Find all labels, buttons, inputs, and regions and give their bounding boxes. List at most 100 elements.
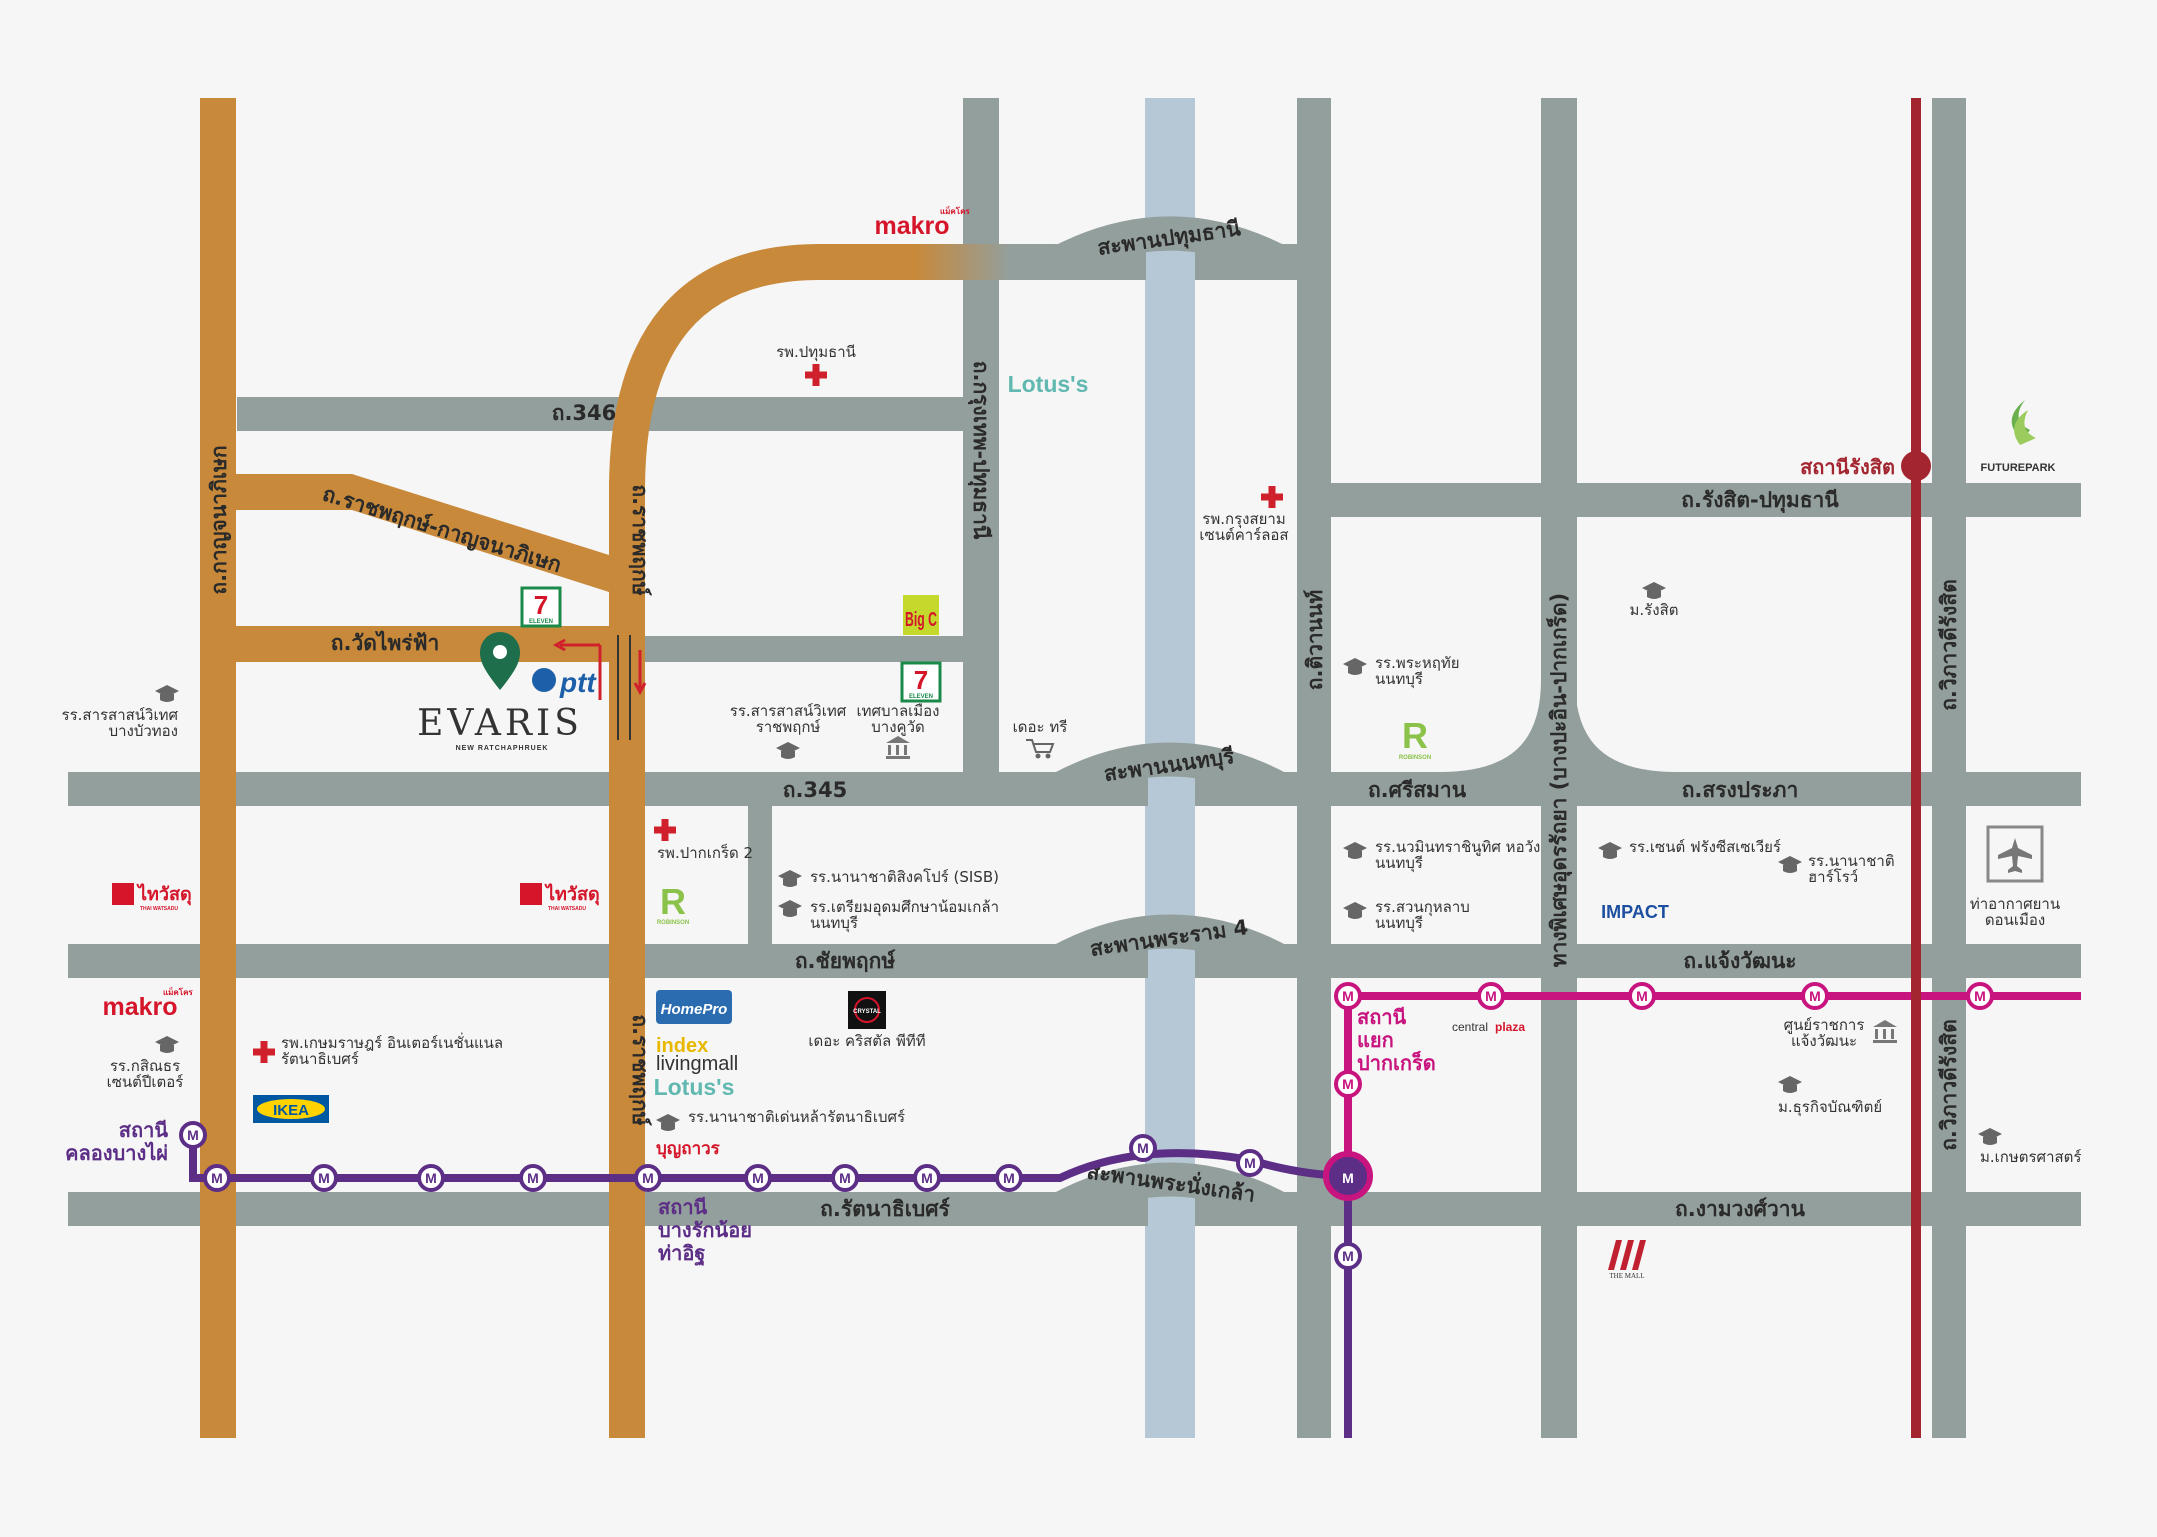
makro-logo-top: makro: [874, 212, 949, 240]
road-label-rattanathibet: ถ.รัตนาธิเบศร์: [820, 1197, 950, 1221]
school-cap-icon: [155, 1036, 179, 1053]
station-label-khlong-bang-phai-2: คลองบางไผ่: [65, 1141, 168, 1165]
svg-text:FUTUREPARK: FUTUREPARK: [1981, 462, 2056, 474]
road-label-expressway: ทางพิเศษอุดรรัถยา (บางปะอิน-ปากเกร็ด): [1545, 593, 1573, 968]
school-cap-icon: [1978, 1128, 2002, 1145]
road-label-vibhavadi-north: ถ.วิภาวดีรังสิต: [1937, 579, 1961, 711]
station-label-yaek-pakkret-3: ปากเกร็ด: [1357, 1050, 1436, 1075]
svg-text:M: M: [1974, 988, 1986, 1004]
label-hosp-krungsiam-1: รพ.กรุงสยาม: [1202, 510, 1285, 529]
label-univ-kasetsart: ม.เกษตรศาสตร์: [1980, 1148, 2081, 1166]
brand-logos: makro แม็คโคร makro แม็คโคร Lotus's Lotu…: [102, 205, 2055, 1280]
road-label-chaeng-watthana: ถ.แจ้งวัฒนะ: [1683, 949, 1796, 973]
label-gov-center-2: แจ้งวัฒนะ: [1791, 1032, 1857, 1050]
road-label-kanchanaphisek: ถ.กาญจนาภิเษก: [207, 445, 232, 594]
svg-text:M: M: [921, 1170, 933, 1186]
road-label-krungthep-pathum: ถ.กรุงเทพ-ปทุมธานี: [967, 361, 993, 540]
svg-text:M: M: [527, 1170, 539, 1186]
metro-station-marker: M: [203, 1164, 231, 1192]
road-label-ngamwongwan: ถ.งามวงศ์วาน: [1675, 1197, 1806, 1221]
school-cap-icon: [778, 870, 802, 887]
project-name: EVARIS: [417, 703, 583, 744]
metro-station-marker: M: [310, 1164, 338, 1192]
label-univ-rangsit: ม.รังสิต: [1630, 601, 1679, 619]
school-cap-icon: [1343, 842, 1367, 859]
station-label-bang-rak-noi-3: ท่าอิฐ: [658, 1241, 705, 1267]
label-sisb: รร.นานาชาติสิงคโปร์ (SISB): [810, 868, 999, 886]
thaiwatsadu-logo-2: ไทวัสดุ THAI WATSADU: [520, 883, 600, 912]
purple-line: [189, 1135, 1352, 1438]
metro-station-marker: M: [995, 1164, 1023, 1192]
svg-text:M: M: [839, 1170, 851, 1186]
road-label-songprapa: ถ.สรงประภา: [1682, 778, 1799, 802]
metro-station-marker: M: [1477, 982, 1505, 1010]
seven-eleven-logo-1: 7 ELEVEN: [520, 586, 562, 628]
svg-text:THE MALL: THE MALL: [1609, 1272, 1644, 1280]
label-triam-2: นนทบุรี: [810, 914, 858, 933]
rangsit-station-marker: [1901, 451, 1931, 481]
road-label-ratchaphruek-north: ถ.ราชพฤกษ์: [628, 484, 652, 596]
station-label-rangsit: สถานีรังสิต: [1800, 455, 1895, 479]
label-airport-2: ดอนเมือง: [1985, 911, 2045, 929]
label-sch-navamin-1: รร.นวมินทราชินูทิศ หอวัง: [1375, 838, 1540, 856]
label-sch-nanachat-denla: รร.นานาชาติเด่นหล้ารัตนาธิเบศร์: [688, 1108, 905, 1126]
gray-roads: [68, 98, 2081, 1438]
metro-station-marker: M: [519, 1164, 547, 1192]
svg-text:ROBINSON: ROBINSON: [657, 920, 689, 926]
svg-text:ไทวัสดุ: ไทวัสดุ: [544, 883, 600, 906]
school-cap-icon: [778, 900, 802, 917]
svg-text:R: R: [660, 881, 686, 922]
svg-text:M: M: [1244, 1155, 1256, 1171]
government-building-icon-1: [886, 736, 910, 759]
road-label-si-saman: ถ.ศรีสมาน: [1368, 778, 1467, 802]
hospital-cross-icon: [1261, 486, 1283, 508]
svg-text:M: M: [1636, 988, 1648, 1004]
label-sch-navamin-2: นนทบุรี: [1375, 854, 1423, 873]
svg-text:M: M: [1137, 1140, 1149, 1156]
orange-roads: [200, 98, 645, 1438]
label-sch-kasintorn-2: เซนต์ปีเตอร์: [107, 1073, 184, 1091]
lotus-logo-bottom: Lotus's: [654, 1074, 735, 1100]
station-label-khlong-bang-phai-1: สถานี: [119, 1118, 169, 1142]
svg-text:ELEVEN: ELEVEN: [529, 619, 553, 625]
school-cap-icon: [1598, 842, 1622, 859]
label-gov-center-1: ศูนย์ราชการ: [1784, 1016, 1865, 1034]
label-hosp-kasem-2: รัตนาธิเบศร์: [281, 1050, 359, 1068]
impact-logo: IMPACT: [1601, 902, 1669, 922]
label-triam-1: รร.เตรียมอุดมศึกษาน้อมเกล้า: [810, 898, 999, 917]
location-pin-icon: [480, 632, 520, 690]
project-subtitle: NEW RATCHAPHRUEK: [456, 745, 549, 752]
interchange-station-letter: M: [1342, 1170, 1354, 1186]
poi-icons: [155, 364, 2002, 1145]
road-label-vibhavadi-south: ถ.วิภาวดีรังสิต: [1937, 1019, 1961, 1151]
label-sch-suankularb-1: รร.สวนกุหลาบ: [1375, 898, 1470, 917]
svg-text:THAI WATSADU: THAI WATSADU: [548, 906, 586, 912]
metro-station-marker: M: [744, 1164, 772, 1192]
label-sch-kasintorn-1: รร.กสิณธร: [110, 1057, 180, 1075]
label-sch-phrahrutai-2: นนทบุรี: [1375, 670, 1423, 689]
svg-text:7: 7: [534, 590, 548, 620]
road-label-wat-phrai-fa: ถ.วัดไพร่ฟ้า: [331, 630, 439, 655]
metro-station-marker: M: [1801, 982, 1829, 1010]
label-sch-phrahrutai-1: รร.พระหฤทัย: [1375, 654, 1460, 672]
metro-station-marker: M: [179, 1121, 207, 1149]
svg-text:ROBINSON: ROBINSON: [1399, 755, 1431, 761]
ptt-text: ptt: [559, 667, 597, 698]
label-sch-harrow-1: รร.นานาชาติ: [1808, 852, 1895, 870]
station-label-bang-rak-noi-1: สถานี: [658, 1195, 708, 1219]
hospital-cross-icon: [805, 364, 827, 386]
project-marker: EVARIS NEW RATCHAPHRUEK: [417, 632, 647, 752]
svg-text:M: M: [425, 1170, 437, 1186]
station-label-yaek-pakkret-2: แยก: [1357, 1028, 1394, 1052]
station-label-bang-rak-noi-2: บางรักน้อย: [658, 1218, 752, 1242]
school-cap-icon: [1343, 902, 1367, 919]
airplane-icon: [1986, 825, 2044, 883]
expressway-curves: [1439, 679, 1677, 806]
school-cap-icon: [1778, 1076, 1802, 1093]
svg-text:M: M: [1809, 988, 1821, 1004]
future-park-logo: FUTUREPARK: [1981, 400, 2056, 474]
label-crystal-ptt: เดอะ คริสตัล พีทีที: [808, 1032, 925, 1050]
svg-text:M: M: [752, 1170, 764, 1186]
label-univ-dhurakij: ม.ธุรกิจบัณฑิตย์: [1778, 1098, 1882, 1117]
